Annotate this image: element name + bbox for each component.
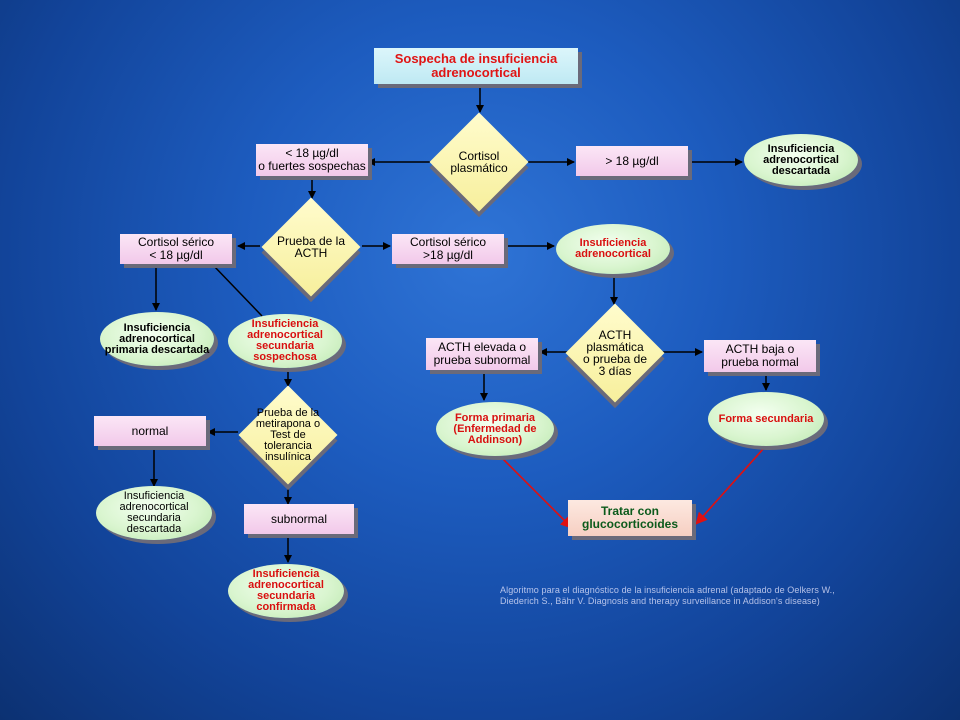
secundaria-descartada-oval: Insuficiencia adrenocortical secundaria … <box>96 486 212 540</box>
gt18-box: > 18 µg/dl <box>576 146 688 176</box>
secundaria-descartada-label: Insuficiencia adrenocortical secundaria … <box>119 490 189 535</box>
acth-baja-label: ACTH baja o prueba normal <box>721 342 799 369</box>
normal-label: normal <box>131 423 169 438</box>
secundaria-confirmada-oval: Insuficiencia adrenocortical secundaria … <box>228 564 344 618</box>
descartada-oval: Insuficiencia adrenocortical descartada <box>744 134 858 186</box>
cortisol-serico-gt18-label: Cortisol sérico >18 µg/dl <box>409 235 487 262</box>
tratar-box: Tratar con glucocorticoides <box>568 500 692 536</box>
secundaria-sospechosa-oval: Insuficiencia adrenocortical secundaria … <box>228 314 342 368</box>
forma-secundaria-oval: Forma secundaria <box>708 392 824 446</box>
cortisol-serico-lt18-label: Cortisol sérico < 18 µg/dl <box>137 235 215 262</box>
primaria-descartada-oval: Insuficiencia adrenocortical primaria de… <box>100 312 214 366</box>
acth-elevada-box: ACTH elevada o prueba subnormal <box>426 338 538 370</box>
subnormal-box: subnormal <box>244 504 354 534</box>
metirapona-label: Prueba de la metirapona o Test de tolera… <box>255 406 321 463</box>
secundaria-confirmada-label: Insuficiencia adrenocortical secundaria … <box>248 568 324 613</box>
start-label: Sospecha de insuficiencia adrenocortical <box>394 51 558 80</box>
lt18-sospechas-label: < 18 µg/dl o fuertes sospechas <box>258 146 366 173</box>
start-box: Sospecha de insuficiencia adrenocortical <box>374 48 578 84</box>
cortisol-serico-lt18-box: Cortisol sérico < 18 µg/dl <box>120 234 232 264</box>
prueba-acth-label: Prueba de la ACTH <box>276 234 346 260</box>
acth-baja-box: ACTH baja o prueba normal <box>704 340 816 372</box>
forma-secundaria-label: Forma secundaria <box>718 412 814 425</box>
secundaria-sospechosa-label: Insuficiencia adrenocortical secundaria … <box>247 318 323 363</box>
tratar-label: Tratar con glucocorticoides <box>581 504 679 531</box>
cortisol-plasmatico-label: Cortisol plasmático <box>450 149 508 175</box>
red-arrow-secundaria-to-tratar <box>695 447 765 525</box>
lt18-sospechas-box: < 18 µg/dl o fuertes sospechas <box>256 144 368 176</box>
forma-primaria-label: Forma primaria (Enfermedad de Addinson) <box>453 411 537 446</box>
normal-box: normal <box>94 416 206 446</box>
cortisol-serico-gt18-box: Cortisol sérico >18 µg/dl <box>392 234 504 264</box>
subnormal-label: subnormal <box>270 511 328 526</box>
descartada-label: Insuficiencia adrenocortical descartada <box>763 142 839 177</box>
primaria-descartada-label: Insuficiencia adrenocortical primaria de… <box>104 321 210 356</box>
insuf-adrenocortical-label: Insuficiencia adrenocortical <box>575 237 651 260</box>
gt18-label: > 18 µg/dl <box>605 153 659 168</box>
red-arrow-primaria-to-tratar <box>499 455 573 529</box>
acth-plasmatica-label: ACTH plasmática o prueba de 3 días <box>582 328 648 378</box>
citation-text: Algoritmo para el diagnóstico de la insu… <box>500 585 835 606</box>
line-serico-lt18-to-secundaria-sospechosa <box>211 263 263 317</box>
acth-elevada-label: ACTH elevada o prueba subnormal <box>433 340 531 367</box>
forma-primaria-oval: Forma primaria (Enfermedad de Addinson) <box>436 402 554 456</box>
insuf-adrenocortical-oval: Insuficiencia adrenocortical <box>556 224 670 274</box>
